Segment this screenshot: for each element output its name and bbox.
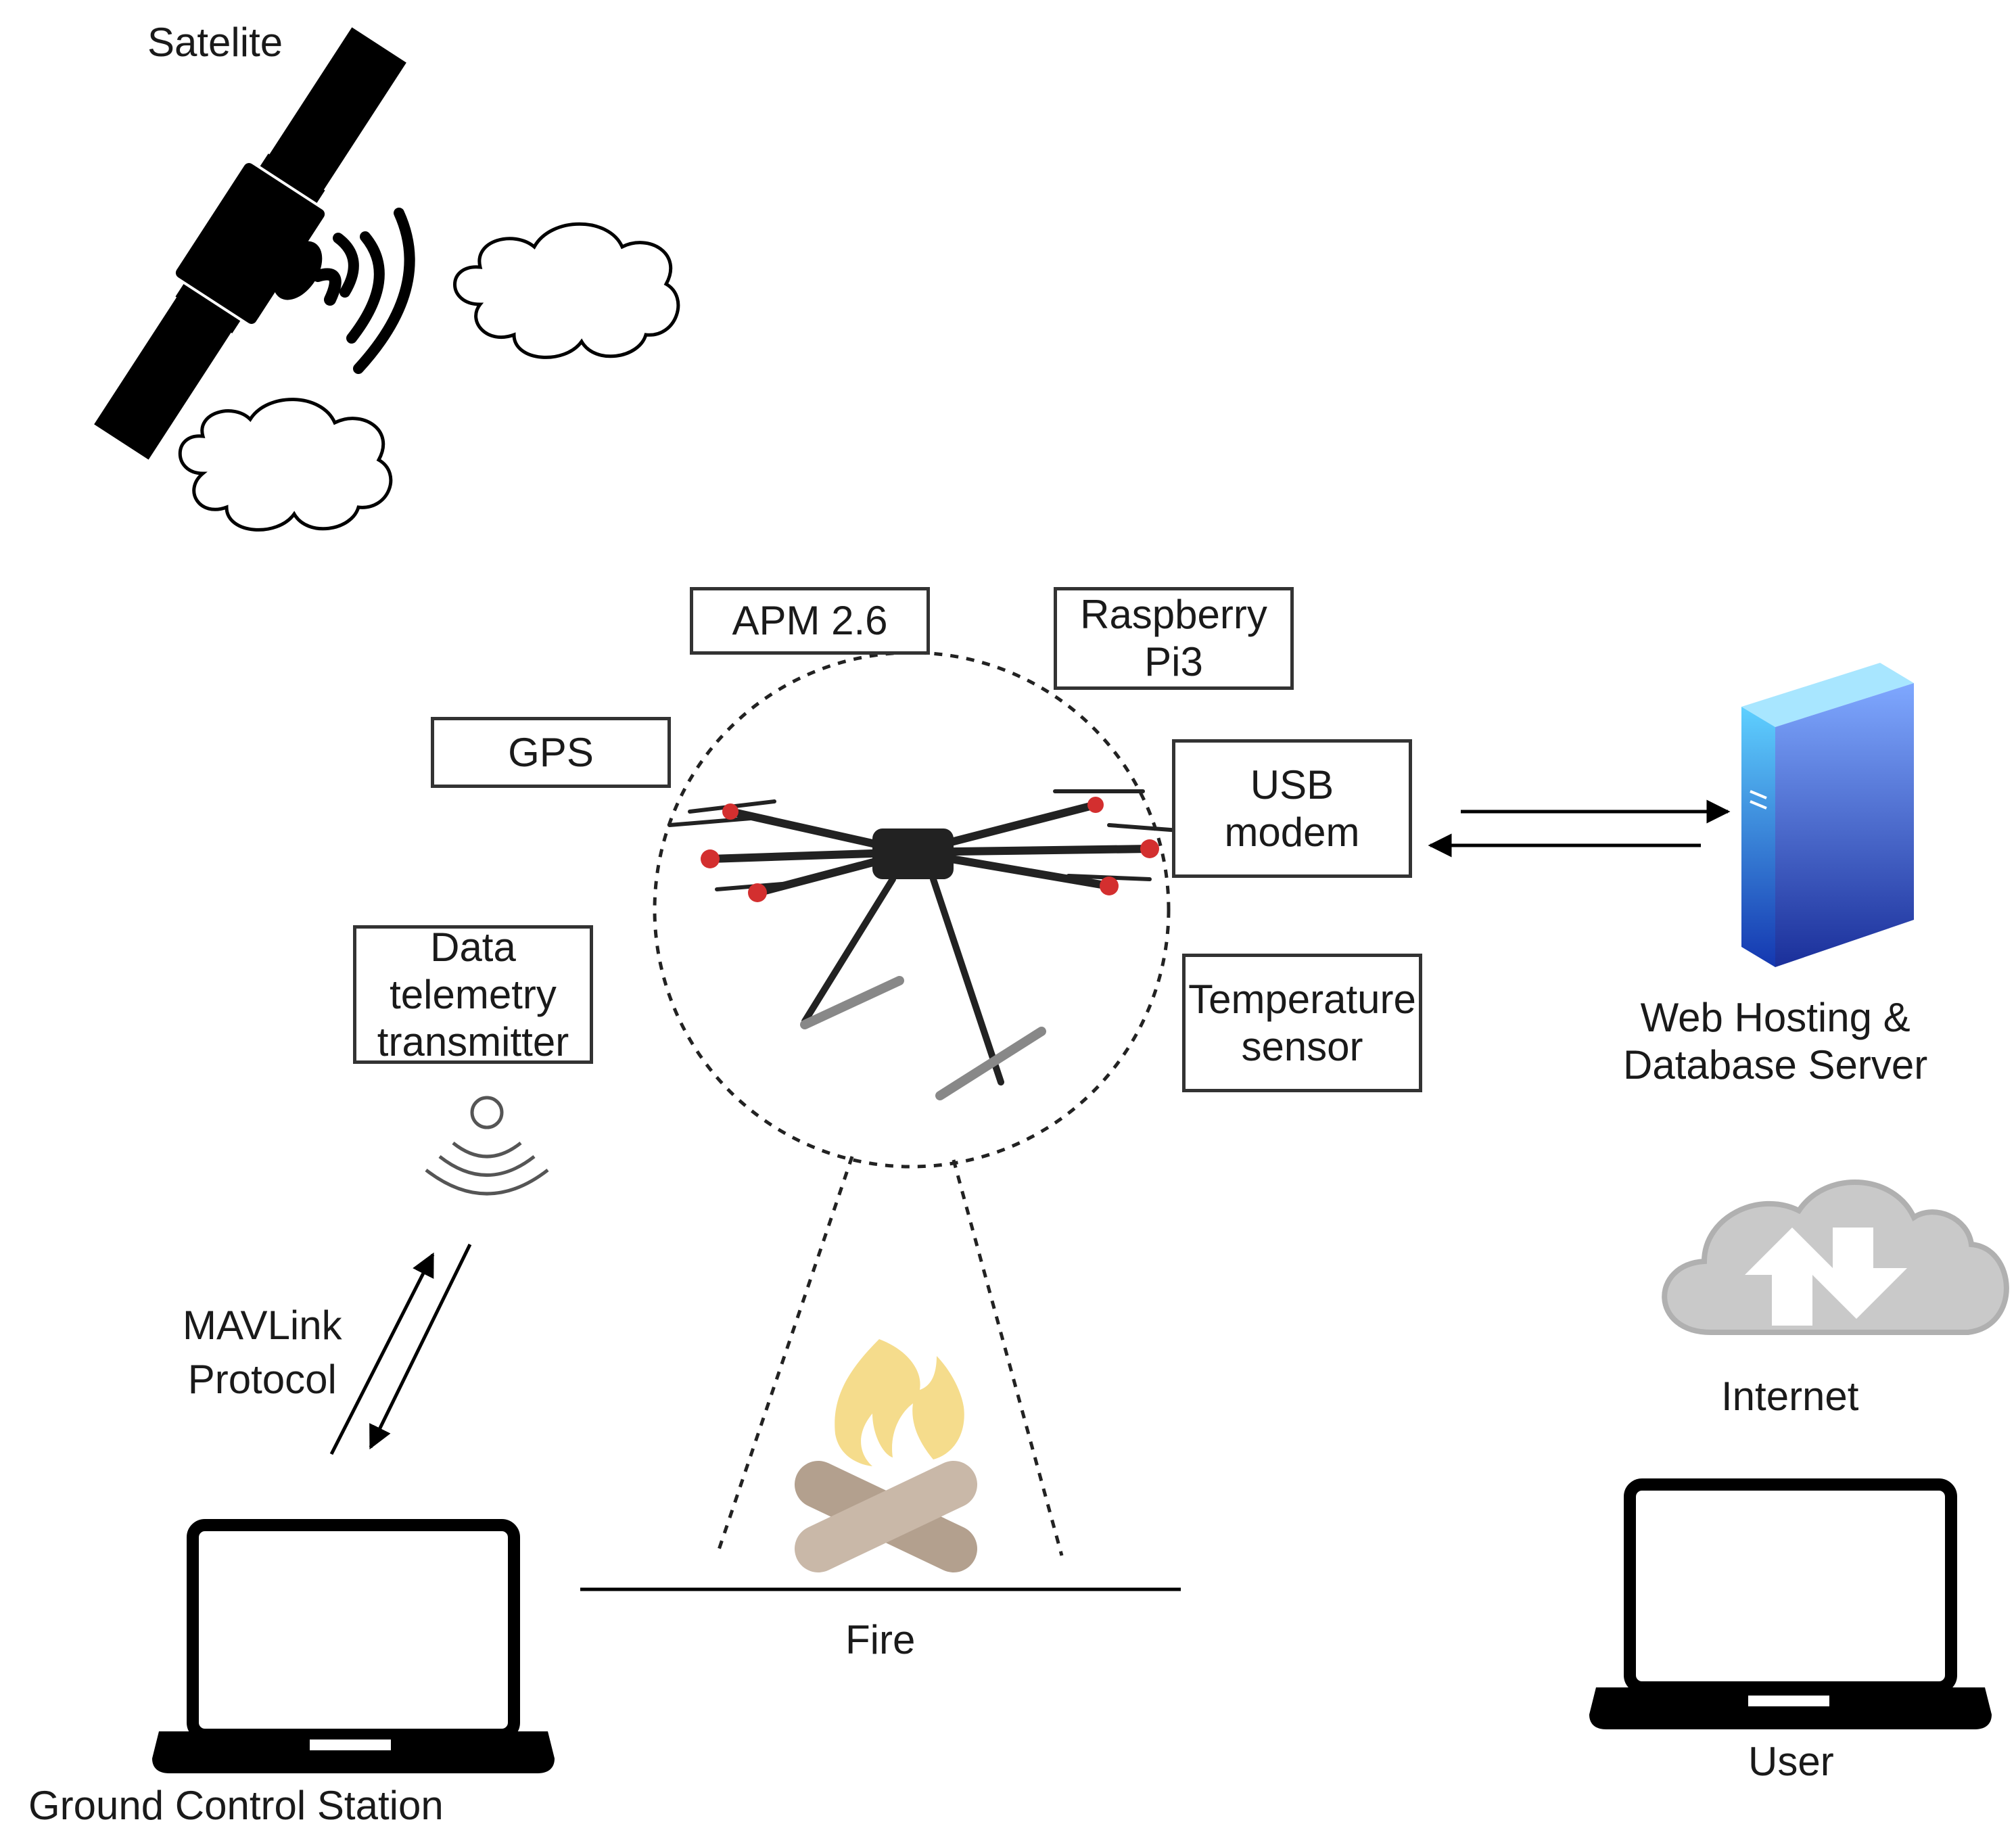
internet-label: Internet [1721,1374,1859,1419]
cloud-icon [178,398,393,532]
usb-modem-box: USB modem [1172,739,1412,878]
web-server-label: Web Hosting & Database Server [1623,995,1928,1088]
view-cone-right [952,1159,1064,1556]
laptop-icon [1589,1478,1992,1729]
cloud-icon [453,222,680,359]
temperature-box: Temperature sensor [1182,954,1422,1092]
raspberry-box: Raspberry Pi3 [1054,587,1294,690]
mavlink-arrow-up [329,1252,435,1455]
telemetry-box: Data telemetry transmitter [353,925,593,1065]
campfire-icon [795,1339,977,1572]
server-icon [1741,663,1914,967]
user-label: User [1748,1739,1834,1784]
gps-box: GPS [431,717,671,788]
drone-range-circle [653,651,1171,1169]
laptop-icon [152,1519,555,1773]
wifi-icon [425,1096,549,1196]
drone-icon [667,789,1199,1100]
apm-box: APM 2.6 [690,587,930,655]
fire-label: Fire [845,1617,916,1662]
protocol-label: MAVLink Protocol [183,1303,342,1402]
view-cone-left [715,1156,854,1556]
mavlink-arrow-down [369,1243,472,1450]
internet-cloud-icon [1662,1180,2009,1335]
satellite-icon [94,27,415,460]
ground-station-label: Ground Control Station [28,1783,444,1828]
satellite-label: Satelite [147,20,283,65]
